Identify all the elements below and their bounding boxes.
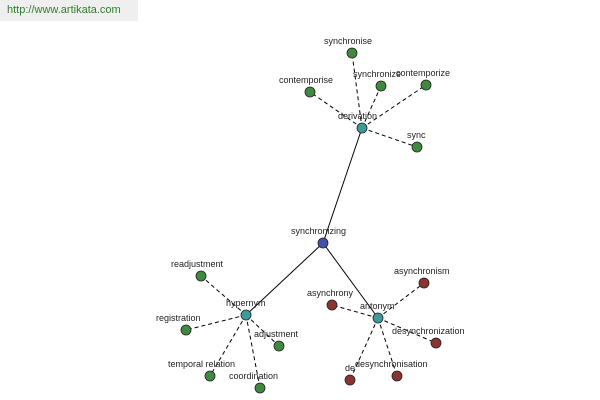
edge-antonym-leaf [331, 304, 379, 319]
hypernym-leaf-label[interactable]: readjustment [171, 259, 224, 269]
edge-derivation-leaf [361, 127, 418, 148]
derivation-hub-node[interactable] [356, 122, 368, 134]
hypernym-leaf-label[interactable]: registration [156, 313, 201, 323]
derivation-leaf-label[interactable]: contemporise [279, 75, 333, 85]
edge-hypernym-leaf [185, 314, 247, 331]
derivation-leaf-node[interactable] [420, 79, 432, 91]
antonym-leaf-node[interactable] [326, 299, 338, 311]
edge-derivation-leaf [361, 84, 427, 129]
hypernym-leaf-node[interactable] [180, 324, 192, 336]
derivation-leaf-node[interactable] [411, 141, 423, 153]
url-banner: http://www.artikata.com [0, 0, 138, 21]
antonym-leaf-label[interactable]: desynchronisation [355, 359, 428, 369]
site-url-link[interactable]: http://www.artikata.com [7, 4, 121, 16]
antonym-leaf-label[interactable]: de [345, 363, 355, 373]
hypernym-hub-node[interactable] [240, 309, 252, 321]
derivation-leaf-node[interactable] [304, 86, 316, 98]
edge-center-hypernym [245, 242, 324, 316]
antonym-leaf-label[interactable]: asynchrony [307, 288, 354, 298]
derivation-leaf-label[interactable]: synchronise [324, 36, 372, 46]
hypernym-leaf-node[interactable] [273, 340, 285, 352]
edge-antonym-leaf [377, 317, 398, 377]
antonym-hub-label[interactable]: antonym [360, 301, 395, 311]
hypernym-leaf-label[interactable]: coordination [229, 371, 278, 381]
center-label[interactable]: synchronizing [291, 226, 346, 236]
edge-derivation-leaf [361, 85, 382, 129]
hypernym-leaf-label[interactable]: temporal relation [168, 359, 235, 369]
hypernym-leaf-node[interactable] [254, 382, 266, 394]
edge-center-antonym [322, 242, 379, 319]
antonym-leaf-node[interactable] [430, 337, 442, 349]
edge-hypernym-leaf [245, 314, 261, 389]
derivation-leaf-label[interactable]: synchronize [353, 69, 401, 79]
hypernym-leaf-label[interactable]: adjustment [254, 329, 299, 339]
antonym-leaf-node[interactable] [391, 370, 403, 382]
antonym-leaf-node[interactable] [344, 374, 356, 386]
antonym-leaf-label[interactable]: desynchronization [392, 326, 465, 336]
edge-hypernym-leaf [209, 314, 247, 377]
edge-antonym-leaf [377, 317, 437, 344]
derivation-leaf-label[interactable]: contemporize [396, 68, 450, 78]
edge-derivation-leaf [351, 52, 363, 129]
edge-hypernym-leaf [200, 275, 247, 316]
hypernym-leaf-node[interactable] [195, 270, 207, 282]
derivation-leaf-label[interactable]: sync [407, 130, 426, 140]
antonym-leaf-label[interactable]: asynchronism [394, 266, 450, 276]
edge-hypernym-leaf [245, 314, 280, 347]
center-node[interactable] [317, 237, 329, 249]
edge-antonym-leaf [377, 282, 425, 319]
hypernym-hub-label[interactable]: hypernym [226, 298, 266, 308]
edge-antonym-leaf [349, 317, 379, 381]
edge-derivation-leaf [309, 91, 363, 129]
derivation-hub-label[interactable]: derivation [338, 111, 377, 121]
derivation-leaf-node[interactable] [375, 80, 387, 92]
antonym-hub-node[interactable] [372, 312, 384, 324]
antonym-leaf-node[interactable] [418, 277, 430, 289]
edge-center-derivation [322, 127, 363, 244]
derivation-leaf-node[interactable] [346, 47, 358, 59]
hypernym-leaf-node[interactable] [204, 370, 216, 382]
